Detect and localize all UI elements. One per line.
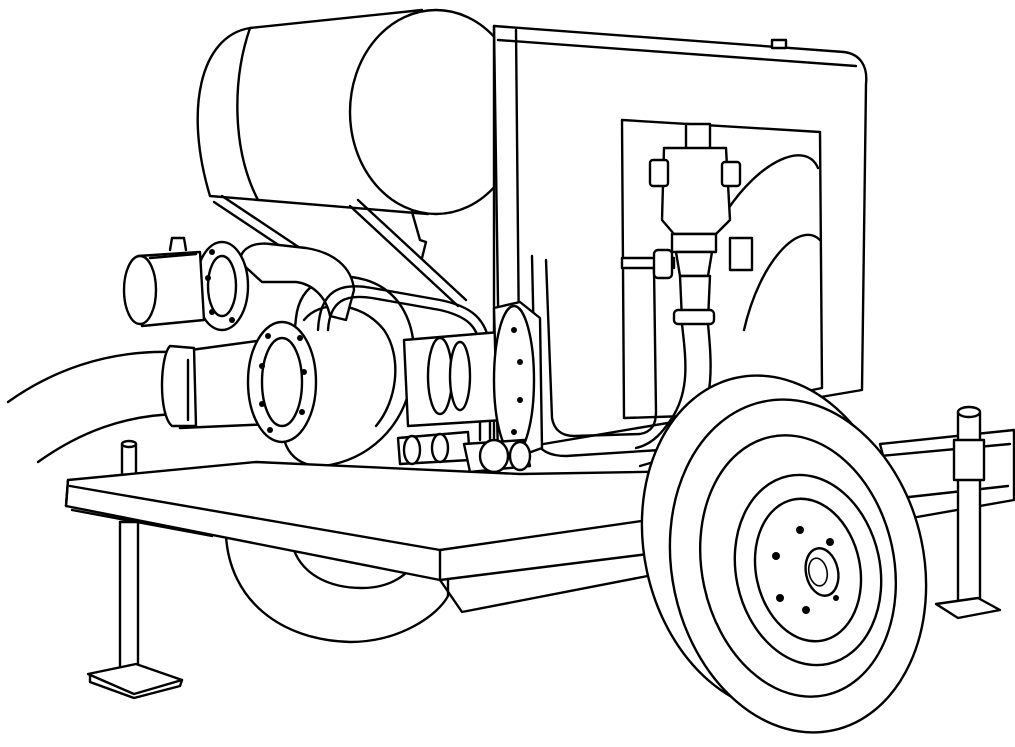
- pump-shaft: [402, 300, 544, 458]
- upper-intake-pipe: [122, 236, 206, 328]
- fuel-filter-assembly: [620, 122, 754, 280]
- suction-hose: [6, 350, 180, 464]
- suction-elbow: [194, 240, 356, 332]
- front-jack-stand: [934, 405, 1002, 620]
- pump-volute: [281, 275, 416, 468]
- discharge-pipe: [160, 338, 274, 430]
- trailer-deck: [64, 460, 762, 614]
- trailer-wheel: [640, 374, 928, 734]
- rear-jack-stand: [86, 520, 184, 700]
- fuel-tank: [196, 8, 524, 216]
- drain-fitting: [396, 430, 532, 474]
- discharge-flange: [246, 320, 318, 444]
